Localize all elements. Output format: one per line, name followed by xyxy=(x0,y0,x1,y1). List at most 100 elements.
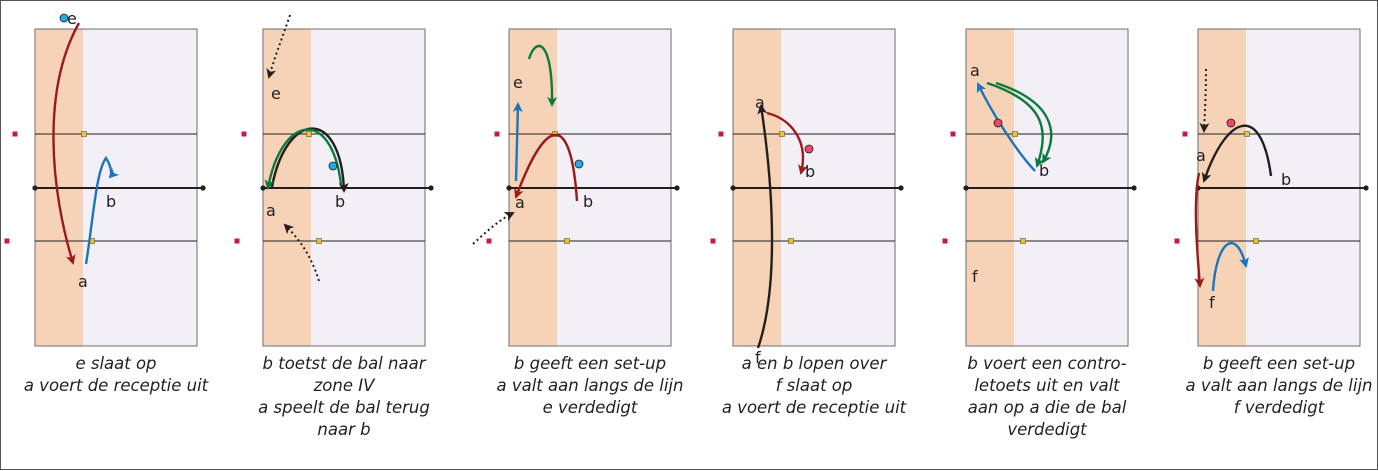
panel-caption: a en b lopen over f slaat op a voert de re… xyxy=(702,353,926,419)
caption-line: b geeft een set-up xyxy=(513,354,667,373)
movement-path-dotted xyxy=(283,223,320,282)
position-marker xyxy=(241,131,247,137)
caption-line: aan op a die de bal xyxy=(967,398,1127,417)
ball-trajectory-blue xyxy=(1211,242,1249,292)
movement-path-dotted xyxy=(472,212,515,245)
panel-3: e a b xyxy=(472,28,680,347)
player-label: b xyxy=(335,192,345,211)
ball-icon xyxy=(993,118,1003,128)
player-label: b xyxy=(1039,161,1049,180)
zone-marker xyxy=(1012,131,1018,137)
ball-icon xyxy=(328,161,338,171)
ball-trajectory-green xyxy=(986,81,1045,168)
caption-line: a voert de receptie uit xyxy=(721,398,907,417)
caption-line: f slaat op xyxy=(775,376,853,395)
net-post-right xyxy=(428,185,434,191)
movement-path-dotted xyxy=(1199,68,1210,133)
position-marker xyxy=(718,131,724,137)
player-label: e xyxy=(67,9,77,28)
caption-line: b voert een contro- xyxy=(967,354,1127,373)
net-post-right xyxy=(1363,185,1369,191)
net-post-right xyxy=(1131,185,1137,191)
zone-marker xyxy=(1253,238,1259,244)
ball-icon xyxy=(59,13,69,23)
zone-marker xyxy=(779,131,785,137)
ball-trajectory-green xyxy=(527,44,558,107)
position-marker xyxy=(942,238,948,244)
panel-caption: b voert een contro-letoets uit en valt aa… xyxy=(935,353,1159,441)
caption-line: verdedigt xyxy=(1007,420,1087,439)
panel-2: e a b xyxy=(234,14,434,347)
net-post-left xyxy=(506,185,512,191)
player-label: e xyxy=(271,84,281,103)
ball-trajectory-red xyxy=(52,22,81,265)
position-marker xyxy=(486,238,492,244)
position-marker xyxy=(950,131,956,137)
ball-trajectory-green xyxy=(264,128,343,190)
ball-trajectory-red xyxy=(766,111,808,175)
player-label: e xyxy=(513,73,523,92)
ball-trajectory-blue xyxy=(976,82,1036,172)
net-post-left xyxy=(730,185,736,191)
net-post-left xyxy=(260,185,266,191)
position-marker xyxy=(12,131,18,137)
caption-line: a voert de receptie uit xyxy=(23,376,209,395)
panel-caption: b geeft een set-up a valt aan langs de li… xyxy=(478,353,702,419)
caption-line: a en b lopen over xyxy=(741,354,887,373)
zone-marker xyxy=(1020,238,1026,244)
caption-line: e verdedigt xyxy=(542,398,638,417)
player-label: b xyxy=(1281,170,1291,189)
panel-5: a b f xyxy=(942,28,1137,347)
panel-6: abf xyxy=(1174,28,1369,347)
position-marker xyxy=(4,238,10,244)
ball-trajectory-blue xyxy=(84,155,120,265)
player-label: a xyxy=(266,201,276,220)
net-post-right xyxy=(674,185,680,191)
caption-line: a speelt de bal terug xyxy=(258,398,430,417)
caption-line: e slaat op xyxy=(75,354,157,373)
caption-line: letoets uit en valt xyxy=(974,376,1120,395)
player-label: f xyxy=(972,267,978,286)
panel-caption: b geeft een set-up a valt aan langs de li… xyxy=(1167,353,1378,419)
ball-trajectory-red xyxy=(514,133,579,202)
panel-4: abf xyxy=(710,28,904,367)
caption-line: b geeft een set-up xyxy=(1202,354,1356,373)
ball-icon xyxy=(804,144,814,154)
player-label: f xyxy=(755,348,761,367)
player-label: a xyxy=(515,193,525,212)
position-marker xyxy=(1182,131,1188,137)
position-marker xyxy=(234,238,240,244)
zone-marker xyxy=(564,238,570,244)
caption-line: a valt aan langs de lijn xyxy=(496,376,684,395)
player-label: a xyxy=(970,61,980,80)
ball-trajectory-blue xyxy=(512,102,523,182)
net-post-right xyxy=(898,185,904,191)
player-label: a xyxy=(755,93,765,112)
ball-icon xyxy=(574,159,584,169)
caption-line: f verdedigt xyxy=(1233,398,1325,417)
ball-trajectory-black xyxy=(1201,124,1273,183)
caption-line: b toetst de bal naar xyxy=(262,354,426,373)
ball-icon xyxy=(1226,118,1236,128)
player-label: a xyxy=(78,272,88,291)
panel-caption: e slaat op a voert de receptie uit xyxy=(4,353,228,397)
net-post-left xyxy=(32,185,38,191)
ball-trajectory-red xyxy=(1194,172,1205,288)
zone-marker xyxy=(788,238,794,244)
position-marker xyxy=(494,131,500,137)
position-marker xyxy=(710,238,716,244)
caption-line: a valt aan langs de lijn xyxy=(1185,376,1373,395)
zone-marker xyxy=(81,131,87,137)
player-label: b xyxy=(106,192,116,211)
ball-trajectory-black xyxy=(756,104,774,349)
net-post-right xyxy=(200,185,206,191)
player-label: a xyxy=(1196,146,1206,165)
panel-1: e b a xyxy=(4,9,206,347)
net-post-left xyxy=(963,185,969,191)
player-label: b xyxy=(583,192,593,211)
zone-marker xyxy=(316,238,322,244)
position-marker xyxy=(1174,238,1180,244)
